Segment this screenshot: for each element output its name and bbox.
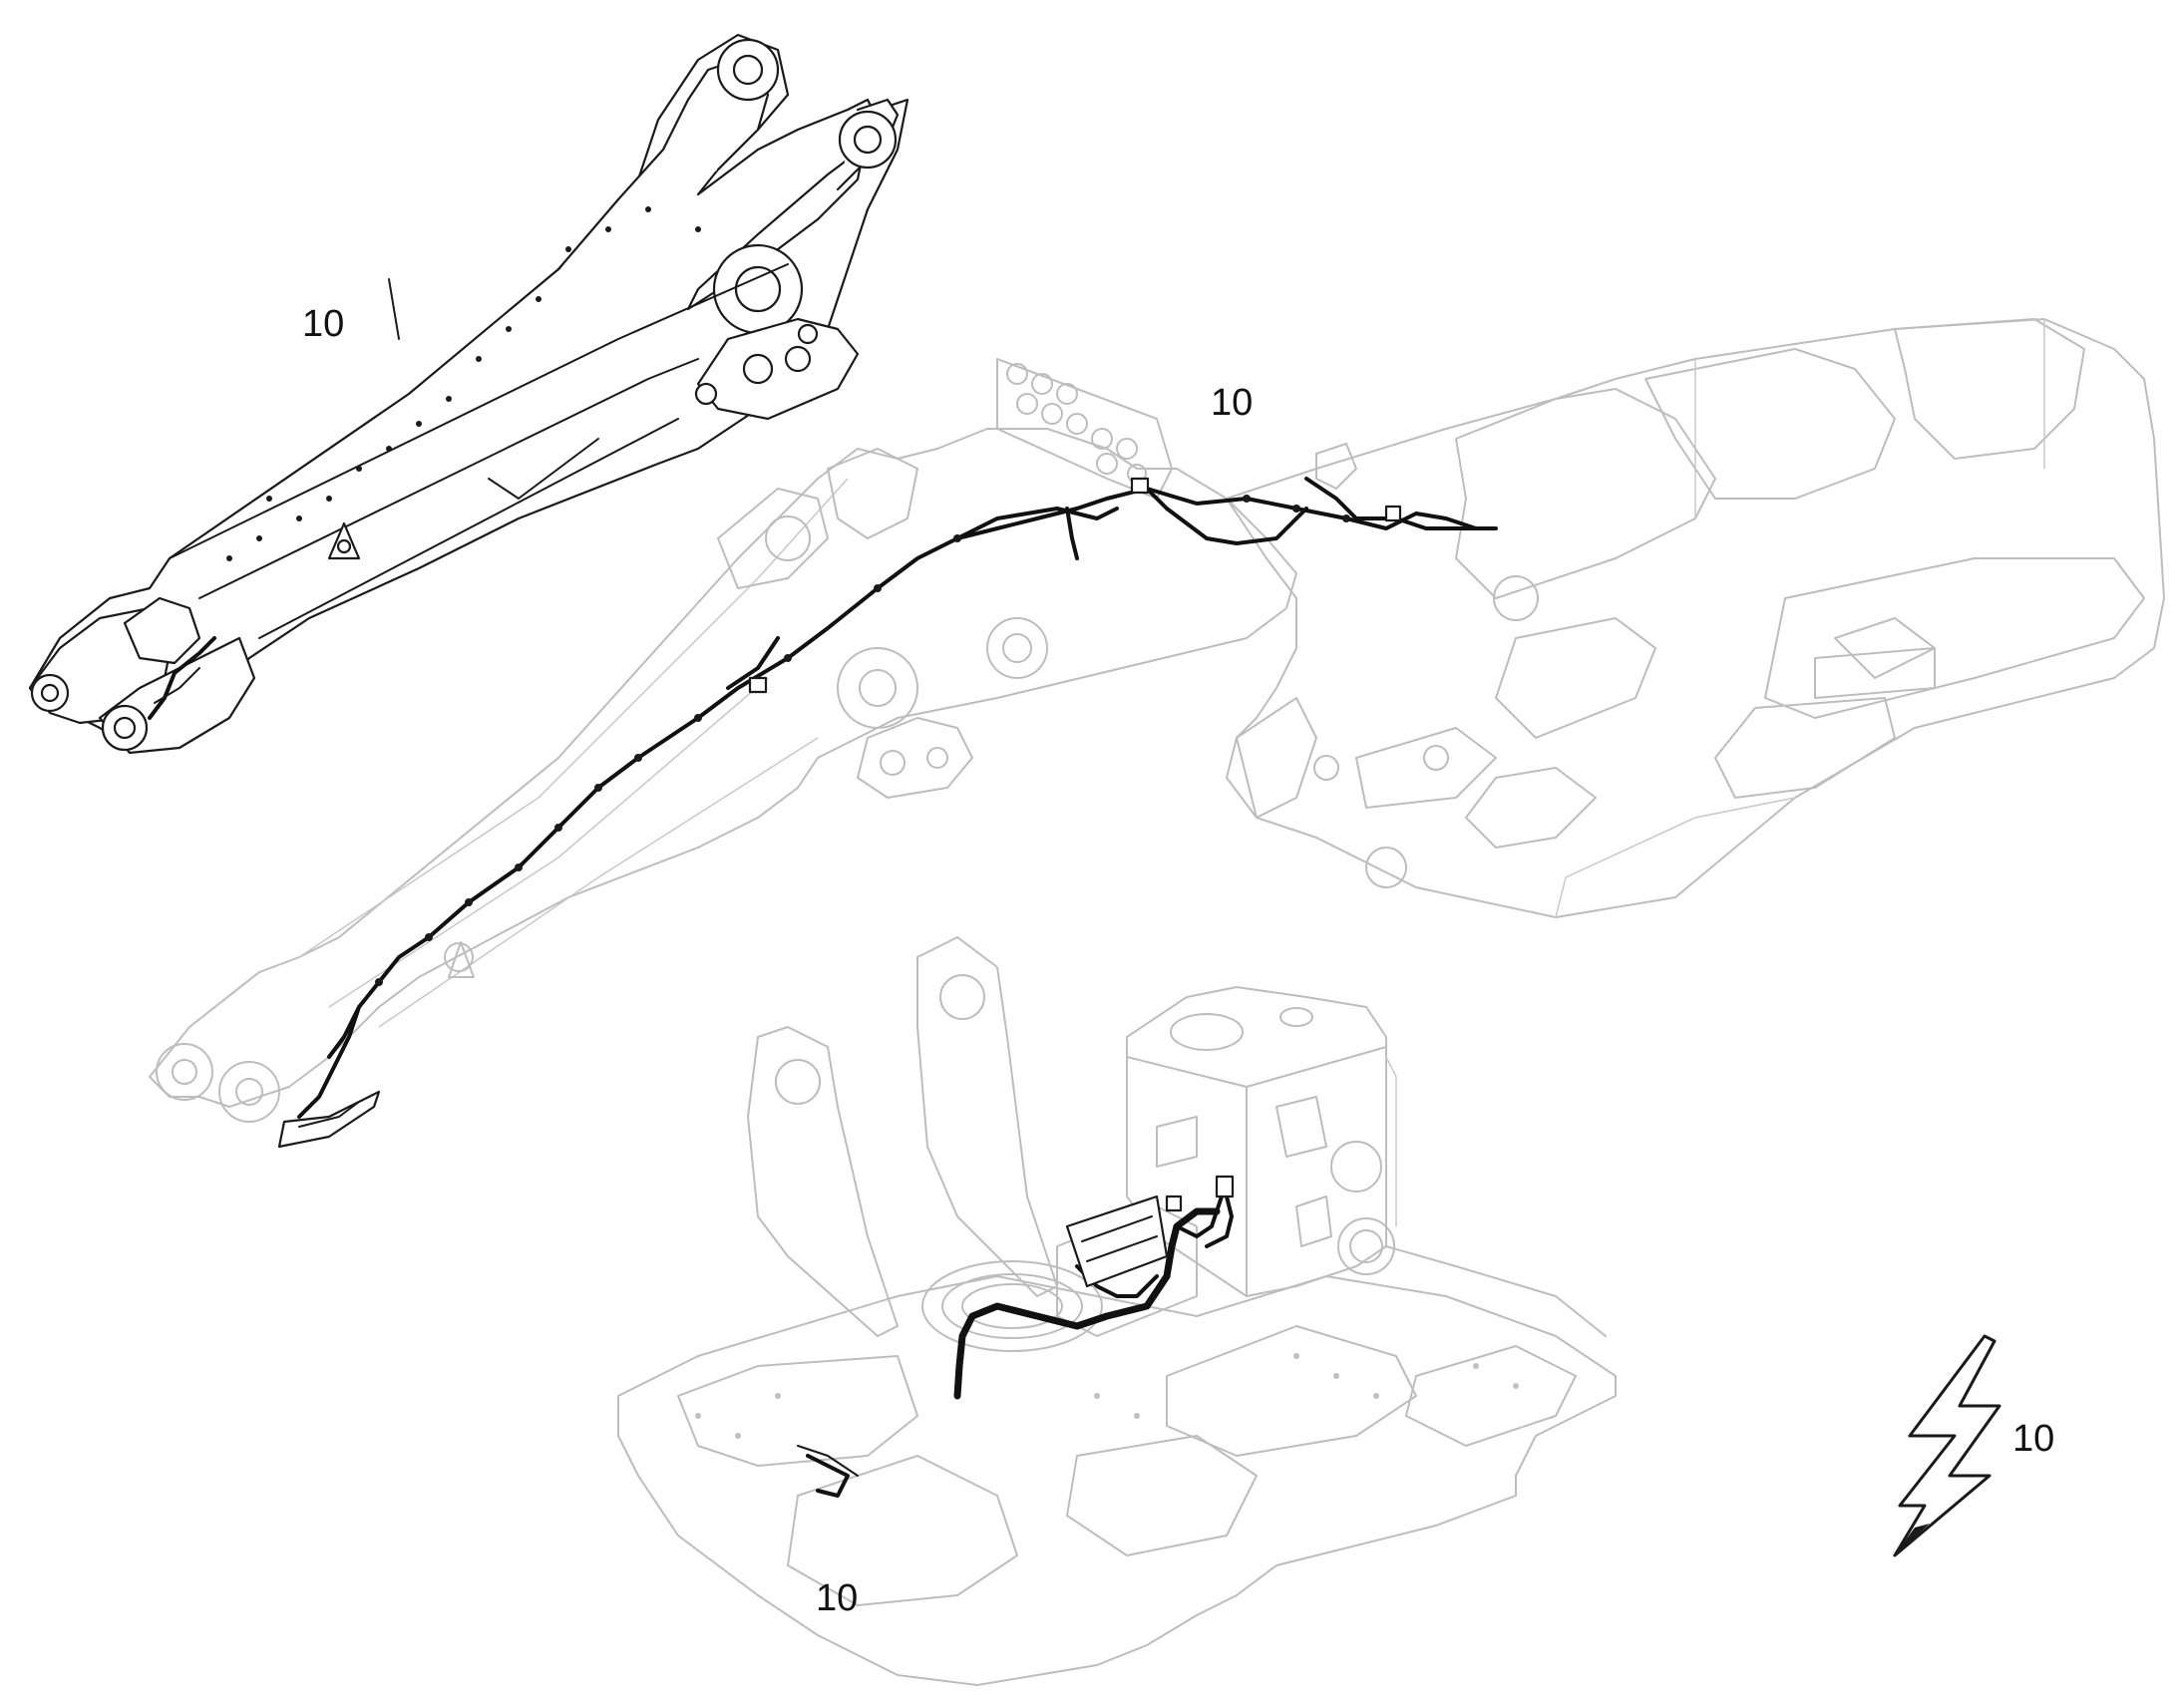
electrical-symbol-callout-label: 10 [2012, 1418, 2055, 1460]
upper-frame-assembly [149, 318, 2165, 1149]
lower-frame-callout-label: 10 [816, 1577, 859, 1619]
lower-frame-assembly [617, 936, 1617, 1686]
upper-frame-callout-label: 10 [1211, 382, 1254, 424]
lightning-bolt-icon [1893, 1334, 2001, 1557]
boom-callout-label: 10 [302, 303, 345, 345]
boom-assembly [28, 33, 909, 755]
